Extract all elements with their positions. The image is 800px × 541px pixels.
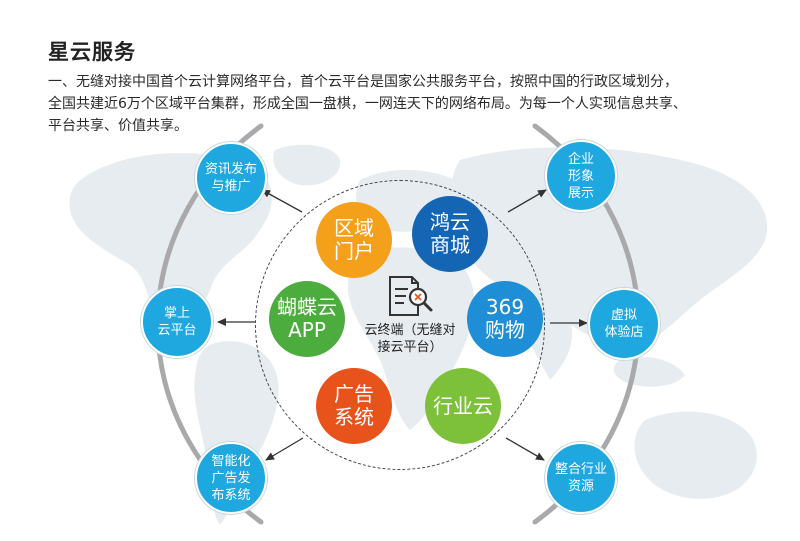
page-title: 星云服务 bbox=[48, 40, 136, 64]
node-label: 369 购物 bbox=[485, 295, 525, 342]
node-label: 行业云 bbox=[433, 393, 493, 418]
node-label: 智能化 广告发 布系统 bbox=[211, 453, 251, 503]
node-virtual-store[interactable]: 虚拟 体验店 bbox=[588, 288, 660, 360]
cloud-terminal-hub bbox=[255, 180, 545, 470]
node-369-shopping[interactable]: 369 购物 bbox=[467, 281, 543, 357]
node-label: 区域 门户 bbox=[334, 216, 374, 263]
document-search-icon bbox=[389, 276, 433, 316]
center-label: 云终端（无缝对 接云平台） bbox=[364, 323, 456, 355]
intro-line: 平台共享、价值共享。 bbox=[48, 118, 188, 134]
node-label: 蝴蝶云 APP bbox=[277, 295, 337, 342]
node-label: 虚拟 体验店 bbox=[604, 308, 644, 340]
arrow-to-smart-ad-system bbox=[265, 437, 304, 461]
node-label: 广告 系统 bbox=[334, 382, 374, 429]
arrow-to-news-publishing bbox=[261, 189, 303, 213]
intro-paragraph: 一、无缝对接中国首个云计算网络平台，首个云平台是国家公共服务平台，按照中国的行政… bbox=[48, 71, 778, 137]
node-label: 掌上 云平台 bbox=[157, 306, 197, 338]
node-industry-resources[interactable]: 整合行业 资源 bbox=[545, 442, 617, 514]
intro-line: 一、无缝对接中国首个云计算网络平台，首个云平台是国家公共服务平台，按照中国的行政… bbox=[48, 74, 678, 90]
node-butterfly-cloud-app[interactable]: 蝴蝶云 APP bbox=[269, 281, 345, 357]
node-label: 整合行业 资源 bbox=[554, 462, 607, 494]
node-enterprise-image[interactable]: 企业 形象 展示 bbox=[545, 140, 617, 212]
node-label: 资讯发布 与推广 bbox=[204, 162, 257, 194]
node-label: 企业 形象 展示 bbox=[567, 151, 594, 201]
node-ad-system[interactable]: 广告 系统 bbox=[316, 368, 392, 444]
arrow-to-enterprise-image bbox=[507, 189, 547, 213]
node-mobile-cloud-platform[interactable]: 掌上 云平台 bbox=[141, 286, 213, 358]
node-smart-ad-system[interactable]: 智能化 广告发 布系统 bbox=[195, 442, 267, 514]
intro-line: 全国共建近6万个区域平台集群，形成全国一盘棋，一网连天下的网络布局。为每一个人实… bbox=[48, 96, 687, 112]
node-industry-cloud[interactable]: 行业云 bbox=[425, 368, 501, 444]
node-hongyun-mall[interactable]: 鸿云 商城 bbox=[412, 196, 488, 272]
node-label: 鸿云 商城 bbox=[430, 210, 470, 257]
node-regional-portal[interactable]: 区域 门户 bbox=[316, 202, 392, 278]
arrow-to-industry-resources bbox=[505, 437, 545, 461]
node-news-publishing[interactable]: 资讯发布 与推广 bbox=[195, 142, 267, 214]
